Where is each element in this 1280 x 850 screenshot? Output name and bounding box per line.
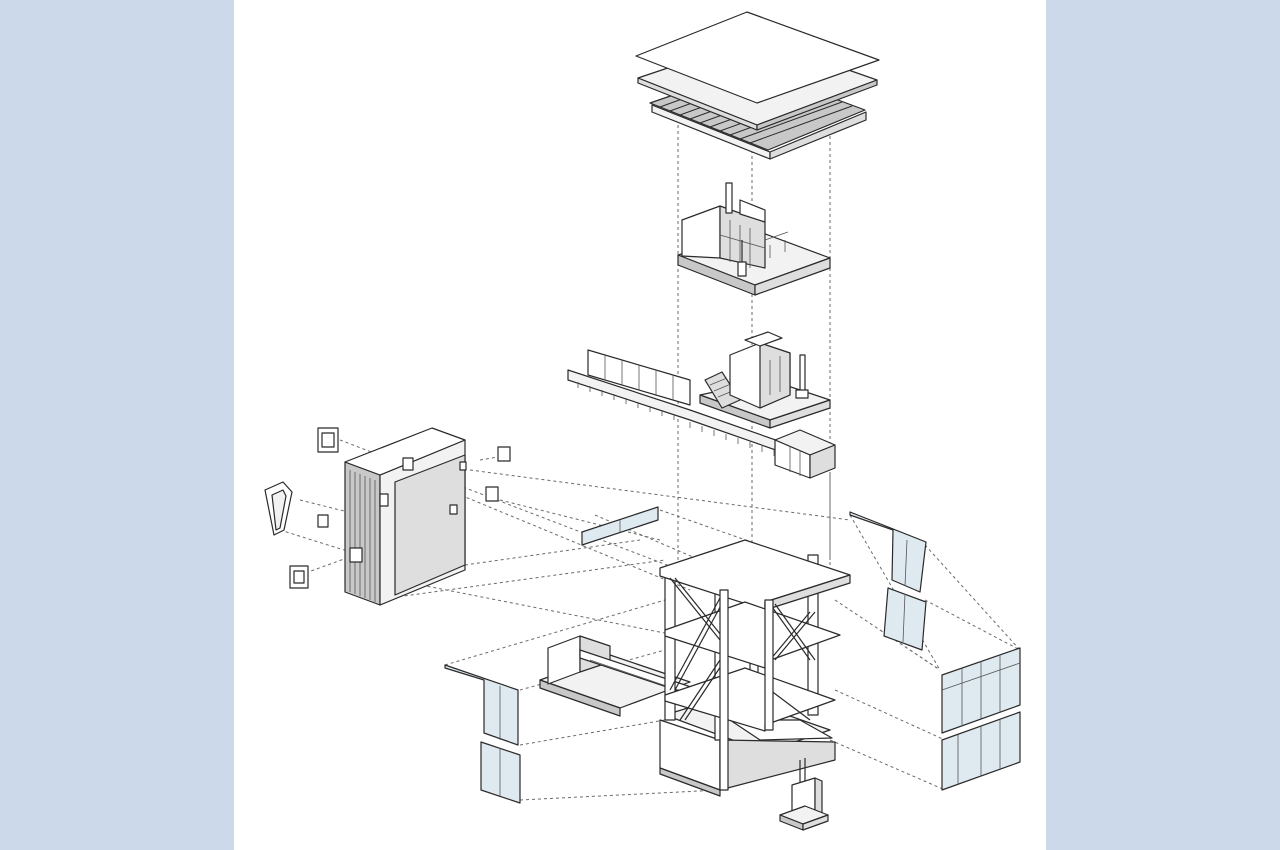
glazing-panel <box>883 587 927 651</box>
roof-layers <box>635 11 880 160</box>
window-frame <box>497 446 511 462</box>
right-margin <box>1046 0 1280 850</box>
glazing-panel <box>480 741 521 804</box>
drawing-panel <box>234 0 1046 850</box>
exploded-axonometric-drawing <box>264 11 1021 831</box>
upper-floor-module <box>677 182 831 296</box>
flue <box>799 354 806 394</box>
deck-joists <box>577 382 775 456</box>
timber-frame-structure <box>659 539 851 797</box>
glazing-panel <box>849 511 927 593</box>
window-frame <box>317 514 329 528</box>
left-margin <box>0 0 234 850</box>
shell-texture <box>349 470 376 602</box>
window-frame <box>485 486 499 502</box>
foundation-footing <box>779 758 829 831</box>
middle-floor-deck <box>567 331 836 479</box>
roof-top-sheet <box>635 11 880 104</box>
concrete-shell <box>344 427 467 606</box>
glazing-panels <box>444 506 1021 804</box>
glazing-panel <box>444 664 519 746</box>
chimney <box>725 182 733 214</box>
window-frames <box>264 427 511 589</box>
